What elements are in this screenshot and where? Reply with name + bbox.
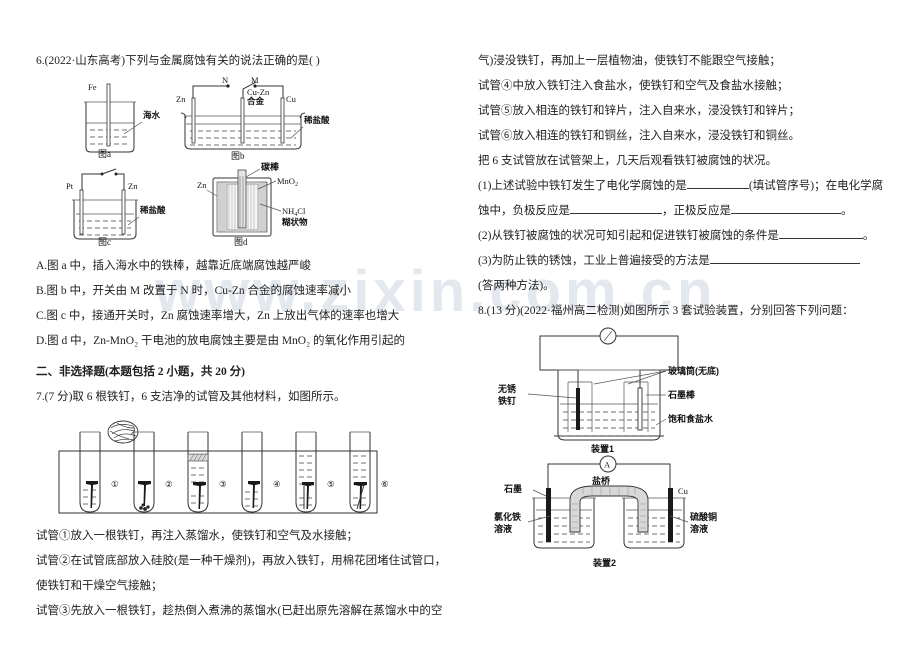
q7-test-tube-figure: ① ② ③ ④ ⑤ ⑥ <box>36 414 451 520</box>
q7-sub-1-text-b: (填试管序号)；在电化学腐 <box>748 180 884 192</box>
q7-sub-1-text-a: (1)上述试验中铁钉发生了电化学腐蚀的是 <box>478 180 687 192</box>
svg-text:合金: 合金 <box>246 96 265 106</box>
svg-text:溶液: 溶液 <box>494 523 513 534</box>
q6-option-c: C.图 c 中，接通开关时，Zn 腐蚀速率增大，Zn 上放出气体的速率也增大 <box>36 310 400 322</box>
right-column: 气)浸没铁钉，再加上一层植物油，使铁钉不能跟空气接触； 试管④中放入铁钉注入食盐… <box>478 0 893 574</box>
q7-line-1: 试管①放入一根铁钉，再注入蒸馏水，使铁钉和空气及水接触； <box>36 530 358 542</box>
q7-cont-line-5: 把 6 支试管放在试管架上，几天后观看铁钉被腐蚀的状况。 <box>478 155 777 167</box>
svg-text:Cu-Zn: Cu-Zn <box>247 87 270 97</box>
section-2-title: 二、非选择题(本题包括 2 小题，共 20 分) <box>36 366 245 378</box>
svg-text:A: A <box>604 460 611 470</box>
q8-device-2-figure: A <box>478 454 893 574</box>
tube-number-3: ③ <box>219 479 227 489</box>
q7-sub-1-blank-3[interactable] <box>731 201 841 214</box>
svg-text:玻璃筒(无底): 玻璃筒(无底) <box>668 365 719 376</box>
q7-sub-2-text-b: 。 <box>862 230 875 242</box>
svg-text:MnO2: MnO2 <box>277 176 298 188</box>
figure-b: N M Zn Cu-Zn 合金 Cu <box>173 75 348 161</box>
tube-number-1: ① <box>111 479 119 489</box>
svg-text:铁钉: 铁钉 <box>498 395 516 406</box>
q6-option-b: B.图 b 中，开关由 M 改置于 N 时，Cu-Zn 合金的腐蚀速率减小 <box>36 285 351 297</box>
q7-cont-line-2: 试管④中放入铁钉注入食盐水，使铁钉和空气及食盐水接触； <box>478 80 789 92</box>
q7-sub-1-blank-1[interactable] <box>686 176 749 189</box>
q7-sub-1-blank-2[interactable] <box>570 201 662 214</box>
q7-cont-line-4: 试管⑥放入相连的铁钉和铜丝，注入自来水，浸没铁钉和铜丝。 <box>478 130 800 142</box>
svg-text:M: M <box>251 75 259 85</box>
question-8-stem: 8.(13 分)(2022·福州高二检测)如图所示 3 套试验装置，分别回答下列… <box>478 305 854 317</box>
q7-sub-3: (3)为防止铁的锈蚀，工业上普遍接受的方法是 <box>478 249 893 274</box>
figure-b-caption: 图b <box>231 151 245 161</box>
svg-text:饱和食盐水: 饱和食盐水 <box>668 413 714 424</box>
question-7-stem: 7.(7 分)取 6 根铁钉，6 支洁净的试管及其他材料，如图所示。 <box>36 391 346 403</box>
svg-text:稀盐酸: 稀盐酸 <box>140 205 166 215</box>
q6-option-d: D.图 d 中，Zn-MnO₂ 干电池的放电腐蚀主要是由 MnO₂ 的氧化作用引… <box>36 335 405 347</box>
figure-c-caption: 图c <box>98 237 111 247</box>
svg-text:N: N <box>222 75 228 85</box>
q6-figure-row-2: Pt Zn 稀盐酸 图c <box>36 161 451 248</box>
figure-a-caption: 图a <box>98 149 111 159</box>
figure-d-caption: 图d <box>234 237 248 247</box>
svg-text:溶液: 溶液 <box>690 523 709 534</box>
q7-cont-line-1: 气)浸没铁钉，再加上一层植物油，使铁钉不能跟空气接触； <box>478 55 781 67</box>
q7-sub-2: (2)从铁钉被腐蚀的状况可知引起和促进铁钉被腐蚀的条件是 。 <box>478 224 893 249</box>
tube-number-2: ② <box>165 479 173 489</box>
q6-figure-row-1: Fe 海水 图a N M <box>36 75 451 161</box>
svg-text:硫酸铜: 硫酸铜 <box>690 511 717 522</box>
left-column: 6.(2022·山东高考)下列与金属腐蚀有关的说法正确的是( ) Fe 海水 <box>36 0 451 624</box>
q7-line-2: 试管②在试管底部放入硅胶(是一种干燥剂)，再放入铁钉，用棉花团堵住试管口， <box>36 555 447 567</box>
tube-number-4: ④ <box>273 479 281 489</box>
svg-text:石墨: 石墨 <box>503 484 522 494</box>
device-1-caption: 装置1 <box>590 443 614 454</box>
svg-text:碳棒: 碳棒 <box>261 161 280 172</box>
svg-text:Zn: Zn <box>197 180 207 190</box>
svg-text:海水: 海水 <box>143 110 161 120</box>
q7-sub-2-blank[interactable] <box>778 226 863 239</box>
q7-sub-1-line-1: (1)上述试验中铁钉发生了电化学腐蚀的是 (填试管序号)；在电化学腐 <box>478 174 893 199</box>
svg-text:无锈: 无锈 <box>497 383 517 394</box>
tube-number-5: ⑤ <box>327 479 335 489</box>
q7-cont-line-3: 试管⑤放入相连的铁钉和锌片，注入自来水，浸没铁钉和锌片； <box>478 105 800 117</box>
question-6-stem: 6.(2022·山东高考)下列与金属腐蚀有关的说法正确的是( ) <box>36 55 320 67</box>
test-tube-group <box>79 431 371 513</box>
q8-device-1-figure: 玻璃筒(无底) 石墨棒 饱和食盐水 无锈 铁钉 装置1 <box>478 326 893 454</box>
svg-text:Zn: Zn <box>128 181 138 191</box>
figure-d: 碳棒 MnO2 NH4Cl 糊状物 Zn 图d <box>188 161 348 247</box>
svg-text:Fe: Fe <box>88 82 97 92</box>
device-2-caption: 装置2 <box>592 557 616 568</box>
q7-sub-1-text-c: 蚀中，负极反应是 <box>478 205 570 217</box>
svg-text:盐桥: 盐桥 <box>592 475 611 486</box>
q6-option-a: A.图 a 中，插入海水中的铁棒，越靠近底端腐蚀越严峻 <box>36 260 312 272</box>
q7-line-3: 使铁钉和干燥空气接触； <box>36 580 163 592</box>
watermark: www.zixin.com.cn <box>155 259 717 324</box>
svg-text:Pt: Pt <box>66 181 74 191</box>
svg-text:石墨棒: 石墨棒 <box>667 389 696 400</box>
svg-text:Cu: Cu <box>678 486 689 496</box>
tube-number-6: ⑥ <box>381 479 389 489</box>
svg-text:Cu: Cu <box>286 94 297 104</box>
svg-text:稀盐酸: 稀盐酸 <box>304 115 330 125</box>
svg-text:糊状物: 糊状物 <box>282 217 308 227</box>
figure-c: Pt Zn 稀盐酸 图c <box>62 162 187 247</box>
svg-text:氯化铁: 氯化铁 <box>494 511 521 522</box>
q7-line-4: 试管③先放入一根铁钉，趁热倒入煮沸的蒸馏水(已赶出原先溶解在蒸馏水中的空 <box>36 605 443 617</box>
q7-sub-1-line-2: 蚀中，负极反应是 ，正极反应是 。 <box>478 199 893 224</box>
q7-sub-2-text-a: (2)从铁钉被腐蚀的状况可知引起和促进铁钉被腐蚀的条件是 <box>478 230 779 242</box>
q7-sub-1-text-d: ，正极反应是 <box>662 205 731 217</box>
q7-sub-3-note: (答两种方法)。 <box>478 280 555 292</box>
svg-text:NH4Cl: NH4Cl <box>282 206 306 218</box>
q7-sub-3-text-a: (3)为防止铁的锈蚀，工业上普遍接受的方法是 <box>478 255 710 267</box>
tube-number-labels: ① ② ③ ④ ⑤ ⑥ <box>111 479 389 489</box>
q7-sub-3-blank[interactable] <box>709 251 860 264</box>
q7-sub-1-text-e: 。 <box>841 205 853 217</box>
svg-text:Zn: Zn <box>176 94 186 104</box>
figure-a: Fe 海水 图a <box>64 78 184 159</box>
